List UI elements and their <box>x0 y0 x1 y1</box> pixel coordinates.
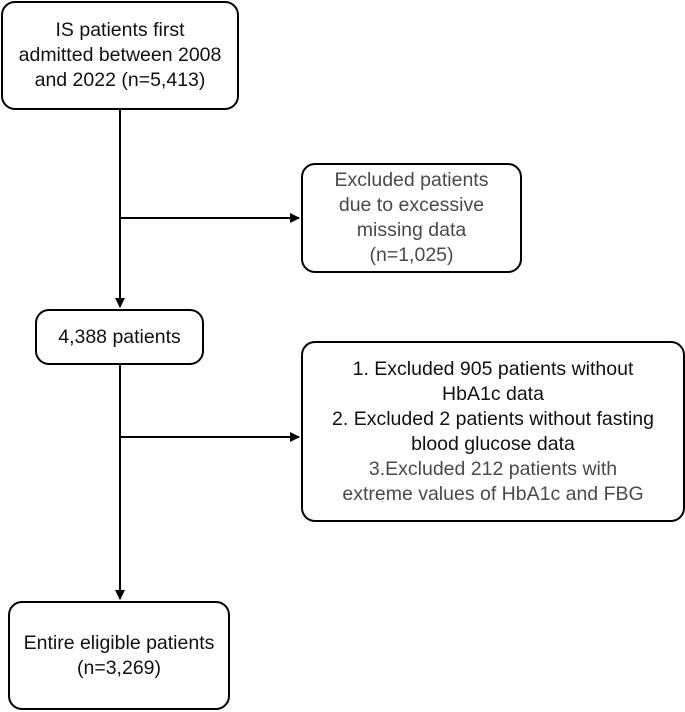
start-box-line: admitted between 2008 <box>18 44 222 66</box>
final-cohort-line: (n=3,269) <box>76 656 162 679</box>
exclusion-1-line: missing data <box>356 219 467 241</box>
start-box-line: IS patients first <box>55 19 185 41</box>
start-box-line: and 2022 (n=5,413) <box>34 69 206 91</box>
start-box: IS patients first admitted between 2008 … <box>1 1 239 110</box>
exclusion-1-line: due to excessive <box>338 194 485 216</box>
exclusion-2-line: 2. Excluded 2 patients without fasting <box>332 407 654 430</box>
exclusion-2-line: 3.Excluded 212 patients with <box>368 457 618 480</box>
exclusion-2-line: extreme values of HbA1c and FBG <box>342 482 644 505</box>
exclusion-2-line: blood glucose data <box>411 432 575 455</box>
remaining-patients-box: 4,388 patients <box>35 309 204 365</box>
exclusion-2-line: 1. Excluded 905 patients without <box>352 357 634 380</box>
exclusion-1-line: Excluded patients <box>334 169 489 191</box>
exclusion-1-line: (n=1,025) <box>369 244 454 266</box>
exclusion-box-missing-data: Excluded patients due to excessive missi… <box>301 163 522 273</box>
exclusion-box-criteria: 1. Excluded 905 patients without HbA1c d… <box>301 341 685 522</box>
exclusion-2-line: HbA1c data <box>442 382 544 405</box>
remaining-patients-label: 4,388 patients <box>58 325 181 348</box>
final-cohort-box: Entire eligible patients (n=3,269) <box>8 601 230 710</box>
final-cohort-line: Entire eligible patients <box>23 631 215 654</box>
